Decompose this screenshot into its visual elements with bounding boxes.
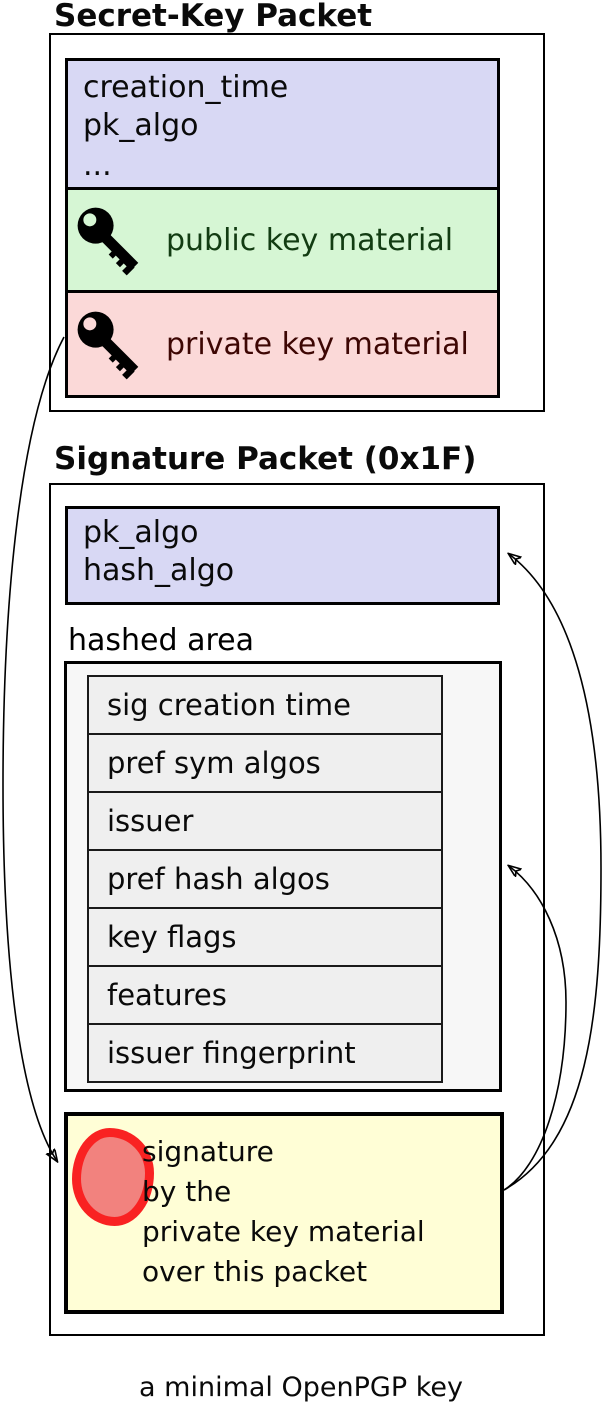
subpacket-issuer: issuer <box>89 793 441 851</box>
public-key-material-box: public key material <box>65 187 500 293</box>
signature-header-fields-box: pk_algo hash_algo <box>65 506 500 605</box>
signature-line: by the <box>142 1175 232 1208</box>
subpacket-pref-sym-algos: pref sym algos <box>89 735 441 793</box>
diagram-caption: a minimal OpenPGP key <box>139 1372 463 1403</box>
secret-key-header-fields-box: creation_time pk_algo ... <box>65 58 500 190</box>
signature-packet-box: pk_algo hash_algo hashed area sig creati… <box>49 483 545 1336</box>
secret-key-packet-box: creation_time pk_algo ... public key mat… <box>49 33 545 412</box>
field-ellipsis: ... <box>83 148 112 183</box>
key-icon <box>77 311 139 380</box>
signature-line: signature <box>142 1135 274 1168</box>
seal-icon <box>72 1128 154 1226</box>
field-pk-algo: pk_algo <box>83 515 199 550</box>
subpacket-issuer-fingerprint: issuer fingerprint <box>107 1036 356 1070</box>
public-key-material-label: public key material <box>166 222 454 258</box>
hashed-area-label: hashed area <box>68 623 254 658</box>
subpacket-pref-hash-algos: pref hash algos <box>89 851 441 909</box>
hashed-area-box: sig creation time pref sym algos issuer … <box>64 661 502 1092</box>
signature-box: signature by the private key material ov… <box>64 1112 504 1314</box>
field-hash-algo: hash_algo <box>83 553 235 588</box>
subpacket-sig-creation-time: sig creation time <box>89 677 441 735</box>
private-key-material-box: private key material <box>65 290 500 398</box>
signature-line: over this packet <box>142 1255 368 1288</box>
subpacket-features: features <box>89 967 441 1025</box>
subpacket-table: sig creation time pref sym algos issuer … <box>87 675 443 1083</box>
signature-line: private key material <box>142 1215 425 1248</box>
private-key-material-label: private key material <box>166 326 469 362</box>
signature-packet-title: Signature Packet (0x1F) <box>54 441 477 477</box>
field-creation-time: creation_time <box>83 70 289 105</box>
subpacket-key-flags: key flags <box>89 909 441 967</box>
secret-key-packet-title: Secret-Key Packet <box>54 0 373 34</box>
field-pk-algo: pk_algo <box>83 108 199 143</box>
key-icon <box>77 207 139 276</box>
